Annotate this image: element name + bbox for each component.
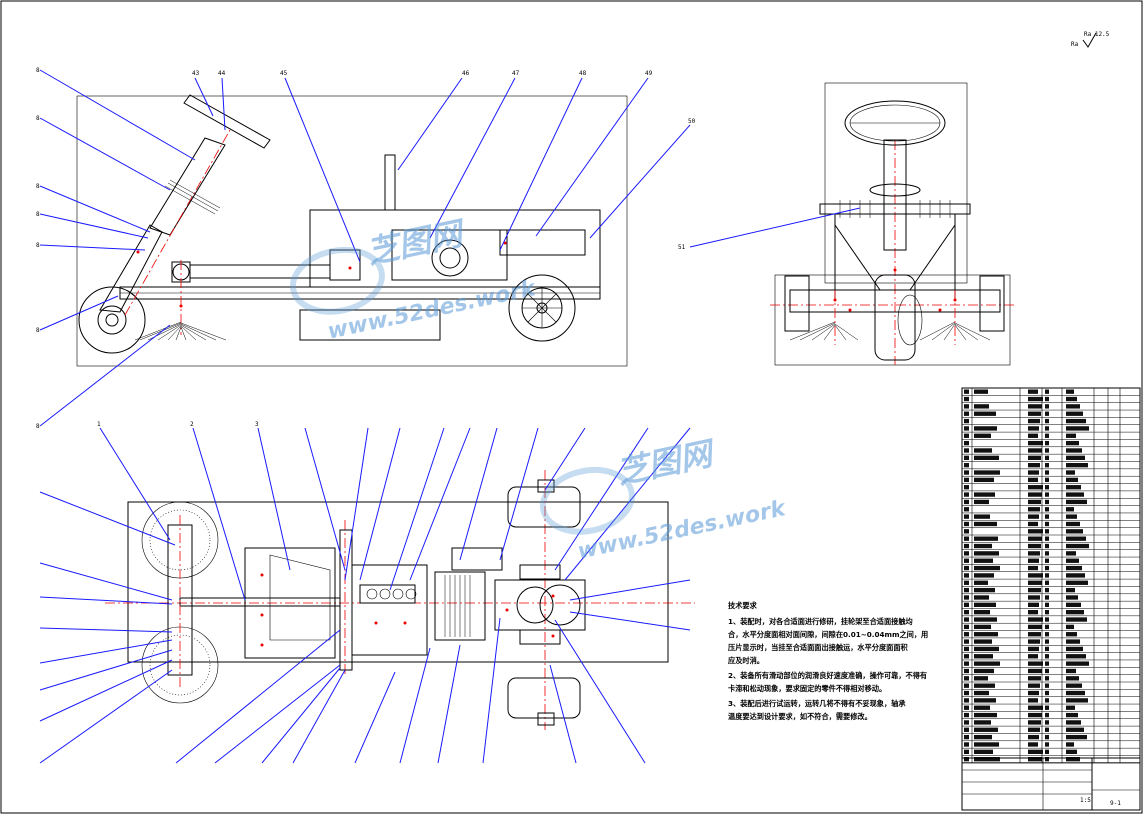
svg-text:芝图网: 芝图网 [613,433,720,491]
svg-text:8: 8 [36,67,40,74]
svg-text:8: 8 [36,423,40,430]
front-view: 51 [678,82,1015,366]
svg-text:Ra: Ra [1071,41,1079,48]
svg-text:49: 49 [645,70,653,77]
svg-text:3、装配后进行试运转，运转几将不得有不妥现象，轴承: 3、装配后进行试运转，运转几将不得有不妥现象，轴承 [728,699,906,708]
watermark-2: 芝图网 www.52des.work [539,433,789,565]
svg-text:应及时消。: 应及时消。 [728,656,764,665]
svg-text:50: 50 [688,118,696,125]
svg-text:47: 47 [512,70,520,77]
title-block: 1:5 9-1 [961,757,1141,811]
svg-text:45: 45 [280,70,288,77]
plan-view: 1 2 3 [39,421,695,764]
svg-text:2: 2 [190,421,194,428]
svg-text:1:5: 1:5 [1080,797,1091,804]
svg-text:43: 43 [192,70,200,77]
svg-text:1、装配时，对各合适面进行修研，挂轮架至合适面接触均: 1、装配时，对各合适面进行修研，挂轮架至合适面接触均 [728,617,913,626]
svg-text:8: 8 [36,183,40,190]
svg-text:合，水平分度面相对面间隙，间隙在0.01~0.04mm之间，: 合，水平分度面相对面间隙，间隙在0.01~0.04mm之间，用 [727,630,928,639]
svg-text:3: 3 [255,421,259,428]
svg-text:芝图网: 芝图网 [363,213,470,271]
svg-text:温度要达到设计要求，如不符合，需要修改。: 温度要达到设计要求，如不符合，需要修改。 [727,712,872,721]
svg-text:1: 1 [97,421,101,428]
svg-text:8: 8 [36,242,40,249]
svg-text:卡滞和松动现象，要求固定的零件不得相对移动。: 卡滞和松动现象，要求固定的零件不得相对移动。 [728,684,886,693]
svg-text:8: 8 [36,115,40,122]
drawing-number: 9-1 [1110,800,1121,807]
watermark-1: 芝图网 www.52des.work [289,213,539,345]
svg-text:技术要求: 技术要求 [728,601,758,610]
parts-list [961,387,1141,764]
svg-text:48: 48 [579,70,587,77]
svg-text:2、装备所有滑动部位的润滑良好速度准确，操作可靠，不得有: 2、装备所有滑动部位的润滑良好速度准确，操作可靠，不得有 [728,671,927,680]
svg-text:www.52des.work: www.52des.work [575,496,788,565]
svg-text:8: 8 [36,327,40,334]
svg-text:8: 8 [36,211,40,218]
svg-text:压片显示时，当挂至合适面面出接触运，水平分度面面积: 压片显示时，当挂至合适面面出接触运，水平分度面面积 [728,643,909,652]
side-view: 8 8 8 8 8 8 8 43 44 45 46 47 48 49 50 [36,67,696,430]
svg-text:Ra 12.5: Ra 12.5 [1084,31,1110,38]
surface-roughness-mark: Ra Ra 12.5 [1071,31,1110,48]
technical-notes: 技术要求 1、装配时，对各合适面进行修研，挂轮架至合适面接触均 合，水平分度面相… [727,601,928,721]
svg-text:44: 44 [218,70,226,77]
svg-text:51: 51 [678,244,686,251]
svg-text:46: 46 [462,70,470,77]
